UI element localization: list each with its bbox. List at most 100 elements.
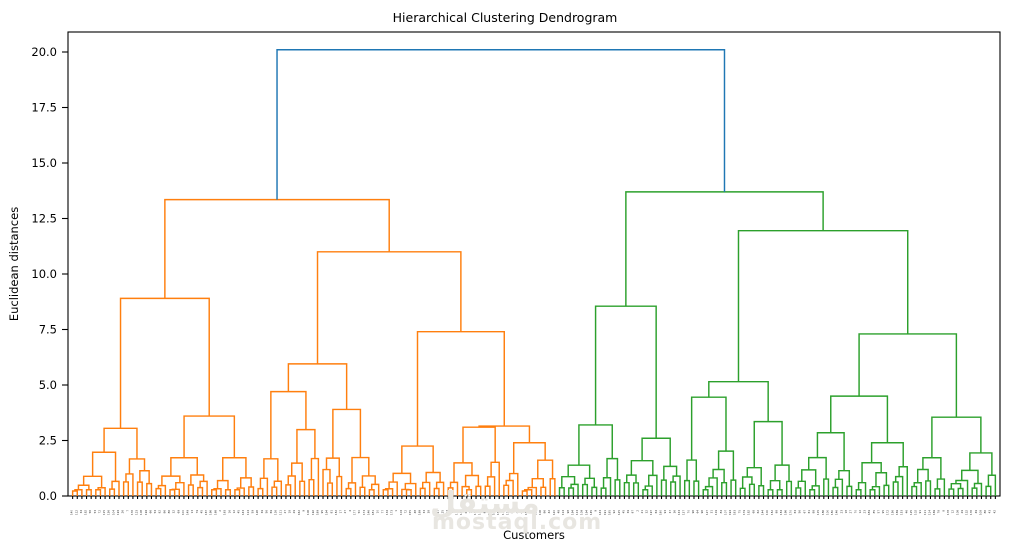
x-tick-label: 102 <box>914 510 918 515</box>
x-tick-label: 114 <box>927 510 931 515</box>
x-tick-label: 62 <box>756 510 760 514</box>
y-tick-label: 10.0 <box>31 267 57 281</box>
x-tick-label: 189 <box>867 510 871 515</box>
x-tick-label: 9 <box>594 510 598 512</box>
x-tick-label: 167 <box>204 510 208 515</box>
x-tick-label: 91 <box>918 510 922 514</box>
x-tick-label: 92 <box>612 510 616 514</box>
x-tick-label: 7 <box>125 510 129 512</box>
x-tick-label: 152 <box>770 510 774 515</box>
x-tick-label: 53 <box>445 510 449 514</box>
x-tick-label: 126 <box>255 510 259 515</box>
x-tick-label: 133 <box>385 510 389 515</box>
x-tick-label: 191 <box>487 510 491 515</box>
x-tick-label: 10 <box>376 510 380 514</box>
x-tick-label: 61 <box>807 510 811 514</box>
x-tick-label: 177 <box>352 510 356 515</box>
x-tick-label: 149 <box>186 510 190 515</box>
y-tick-label: 0.0 <box>39 489 57 503</box>
x-tick-label: 169 <box>417 510 421 515</box>
x-tick-label: 98 <box>774 510 778 514</box>
x-tick-label: 96 <box>700 510 704 514</box>
x-tick-label: 78 <box>937 510 941 514</box>
x-tick-label: 27 <box>529 510 533 514</box>
x-tick-label: 63 <box>793 510 797 514</box>
x-tick-label: 115 <box>102 510 106 515</box>
x-tick-label: 133 <box>677 510 681 515</box>
x-tick-label: 100 <box>825 510 829 515</box>
x-tick-label: 38 <box>427 510 431 514</box>
x-tick-label: 169 <box>895 510 899 515</box>
x-tick-label: 39 <box>626 510 630 514</box>
x-tick-label: 25 <box>441 510 445 514</box>
x-tick-label: 190 <box>659 510 663 515</box>
x-tick-label: 56 <box>798 510 802 514</box>
x-tick-label: 27 <box>343 510 347 514</box>
x-tick-label: 173 <box>506 510 510 515</box>
x-tick-label: 182 <box>459 510 463 515</box>
x-tick-label: 181 <box>492 510 496 515</box>
x-tick-label: 23 <box>863 510 867 514</box>
x-tick-label: 111 <box>923 510 927 515</box>
x-tick-label: 70 <box>686 510 690 514</box>
x-tick-label: 195 <box>608 510 612 515</box>
x-tick-label: 18 <box>844 510 848 514</box>
y-tick-label: 17.5 <box>31 101 57 115</box>
x-tick-label: 136 <box>454 510 458 515</box>
x-tick-label: 104 <box>111 510 115 515</box>
x-tick-label: 34 <box>79 510 83 514</box>
x-tick-label: 114 <box>246 510 250 515</box>
x-tick-label: 2 <box>218 510 222 512</box>
x-tick-label: 42 <box>547 510 551 514</box>
x-tick-label: 56 <box>88 510 92 514</box>
x-tick-label: 158 <box>473 510 477 515</box>
y-tick-label: 5.0 <box>39 378 57 392</box>
y-axis-label: Euclidean distances <box>7 207 21 321</box>
x-tick-label: 13 <box>450 510 454 514</box>
x-tick-label: 86 <box>983 510 987 514</box>
x-tick-label: 191 <box>603 510 607 515</box>
x-tick-label: 162 <box>496 510 500 515</box>
y-tick-label: 2.5 <box>39 434 57 448</box>
x-tick-label: 152 <box>334 510 338 515</box>
x-tick-label: 139 <box>501 510 505 515</box>
y-tick: 15.0 <box>31 156 68 170</box>
x-tick-label: 136 <box>107 510 111 515</box>
x-tick-label: 86 <box>167 510 171 514</box>
x-tick-label: 95 <box>320 510 324 514</box>
x-tick-label: 162 <box>297 510 301 515</box>
x-tick-label: 170 <box>788 510 792 515</box>
x-tick-label: 197 <box>649 510 653 515</box>
x-tick-label: 173 <box>362 510 366 515</box>
x-tick-label: 69 <box>519 510 523 514</box>
x-tick-label: 90 <box>482 510 486 514</box>
x-tick-label: 86 <box>162 510 166 514</box>
x-tick-label: 43 <box>988 510 992 514</box>
x-tick-label: 108 <box>139 510 143 515</box>
x-tick-label: 37 <box>668 510 672 514</box>
x-tick-label: 125 <box>617 510 621 515</box>
x-tick-label: 53 <box>93 510 97 514</box>
x-tick-label: 48 <box>557 510 561 514</box>
x-tick-label: 127 <box>705 510 709 515</box>
x-tick-label: 111 <box>278 510 282 515</box>
x-tick-label: 186 <box>784 510 788 515</box>
x-tick-label: 69 <box>176 510 180 514</box>
x-tick-label: 95 <box>881 510 885 514</box>
x-tick-label: 176 <box>969 510 973 515</box>
x-tick-label: 168 <box>213 510 217 515</box>
x-tick-label: 84 <box>719 510 723 514</box>
x-tick-label: 16 <box>227 510 231 514</box>
x-tick-label: 29 <box>960 510 964 514</box>
x-tick-label: 46 <box>904 510 908 514</box>
x-tick-label: 123 <box>135 510 139 515</box>
x-tick-label: 32 <box>645 510 649 514</box>
x-tick-label: 100 <box>181 510 185 515</box>
x-tick-label: 9 <box>301 510 305 512</box>
x-tick-label: 59 <box>250 510 254 514</box>
x-tick-label: 4 <box>348 510 352 512</box>
x-tick-label: 13 <box>190 510 194 514</box>
x-tick-label: 186 <box>209 510 213 515</box>
x-tick-label: 154 <box>779 510 783 515</box>
